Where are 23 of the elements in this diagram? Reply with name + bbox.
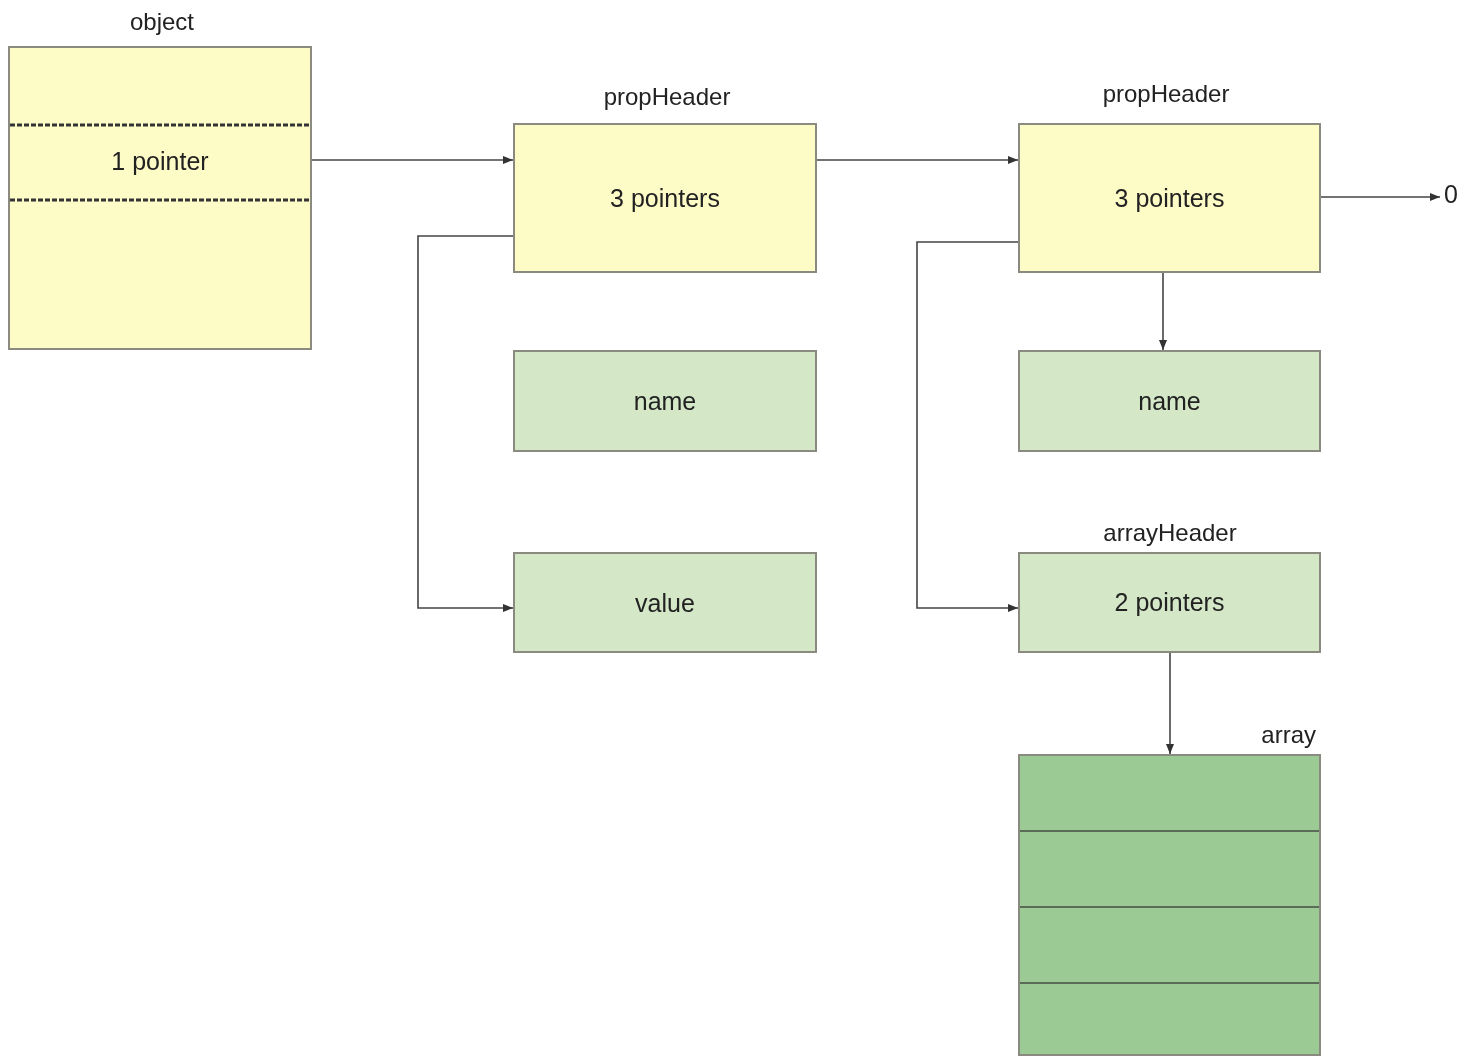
box-heading: propHeader <box>1102 80 1230 108</box>
box-label: 3 pointers <box>1114 183 1225 213</box>
value-label: 0 <box>1444 179 1458 209</box>
field-box <box>513 350 817 452</box>
arrow <box>816 156 1019 164</box>
box-label: 2 pointers <box>1114 587 1225 617</box>
box-heading: array <box>1261 721 1316 749</box>
arrow <box>1159 272 1167 351</box>
box-label: 3 pointers <box>610 183 720 213</box>
field-box <box>513 552 817 653</box>
field-box <box>1018 350 1321 452</box>
box-label: 1 pointer <box>111 146 209 176</box>
box-label: value <box>635 588 695 617</box>
box-heading: object <box>130 8 194 36</box>
arrow <box>417 235 514 612</box>
arrow <box>916 241 1019 612</box>
arrow <box>311 156 514 164</box>
box-label: name <box>1138 386 1201 416</box>
arrow <box>1166 652 1174 755</box>
box-heading: propHeader <box>603 83 731 111</box>
box-label: name <box>633 386 697 416</box>
arrow <box>1320 193 1441 201</box>
box-heading: arrayHeader <box>1103 519 1237 547</box>
